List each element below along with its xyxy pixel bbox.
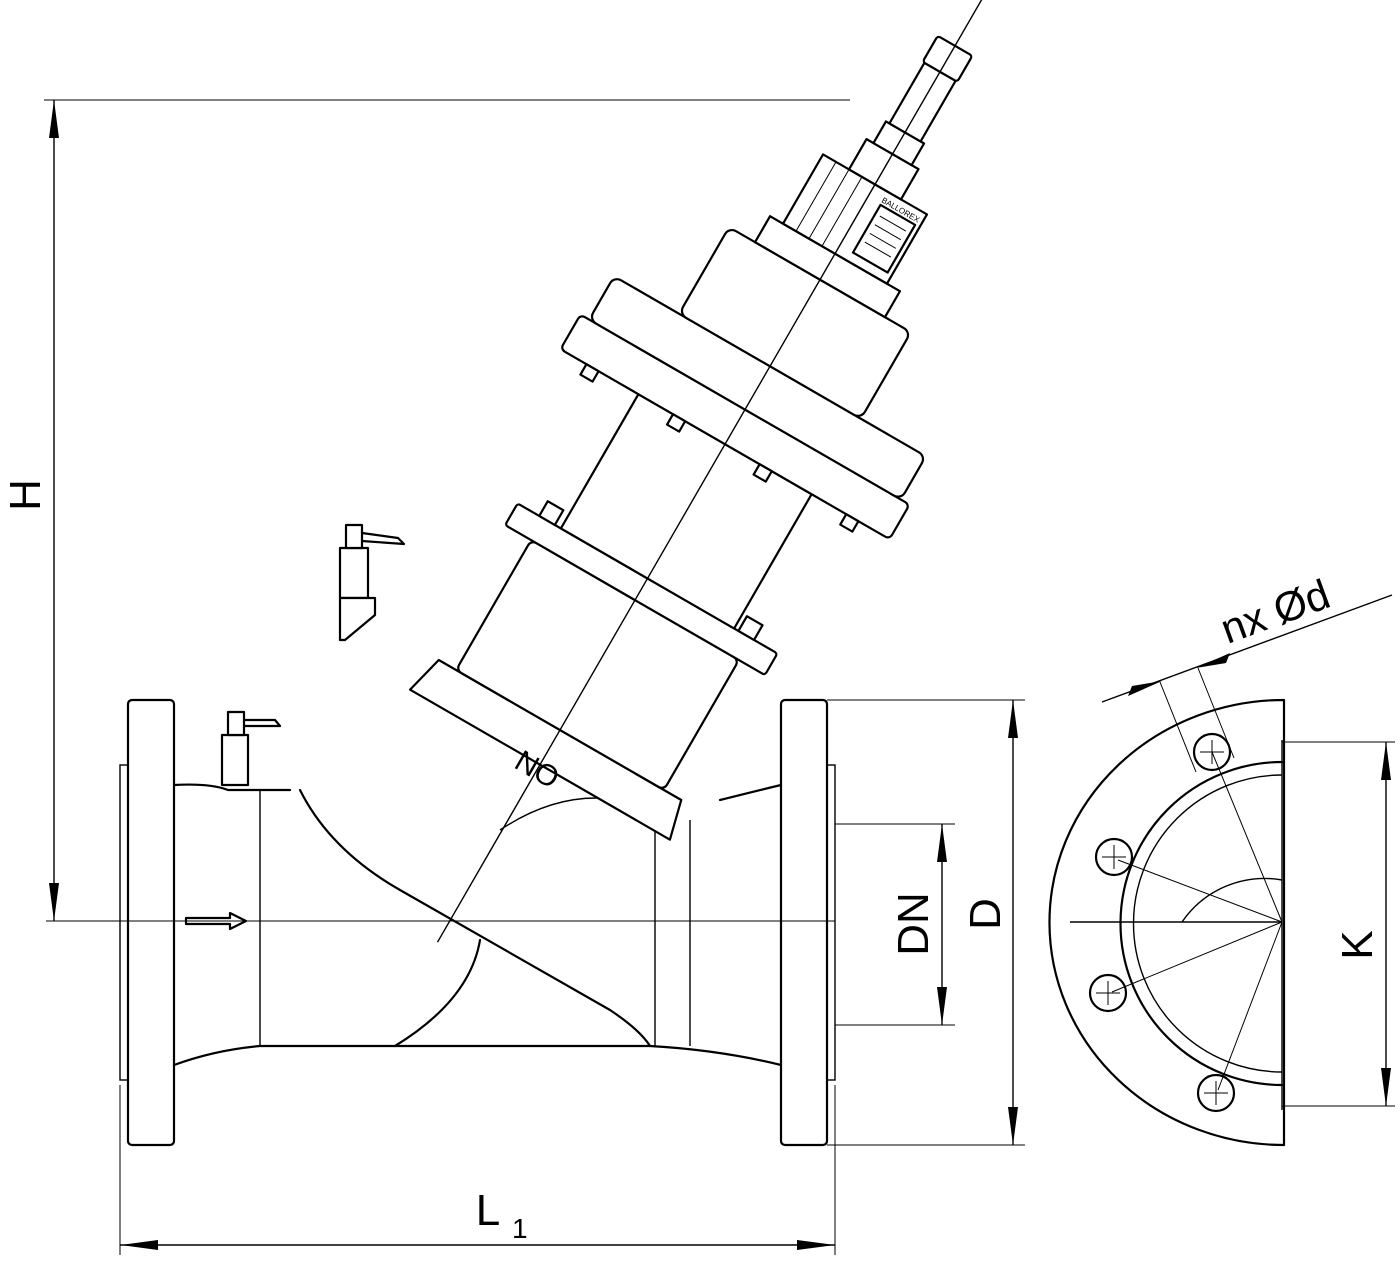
bolt-hole xyxy=(1088,973,1128,1013)
flange-end-view xyxy=(1048,698,1286,1147)
left-flange xyxy=(126,698,176,1147)
bonnet-assembly: BALLOREX ON xyxy=(408,0,1006,943)
bolt-hole xyxy=(1094,837,1134,877)
d-label: D xyxy=(961,898,1010,930)
right-flange-face xyxy=(826,764,836,1081)
measuring-nipple-inlet xyxy=(220,710,282,787)
dimension-nominal-diameter: DN xyxy=(835,823,955,1026)
dimension-bolt-circle: K xyxy=(1282,741,1395,1107)
bolt-hole xyxy=(1192,732,1232,772)
k-label: K xyxy=(1333,930,1382,959)
left-flange-face xyxy=(119,764,129,1081)
dn-label: DN xyxy=(889,892,938,956)
length-label: L xyxy=(476,1186,500,1235)
stem-axis-line xyxy=(436,0,1006,943)
bolt-hole xyxy=(1196,1073,1236,1113)
height-label: H xyxy=(1,479,50,511)
dimension-length: L 1 xyxy=(119,1085,836,1255)
measuring-nipple-outlet xyxy=(338,523,406,642)
bolt-holes-label: nx Ød xyxy=(1214,570,1335,652)
right-flange xyxy=(779,698,829,1147)
bore-outer xyxy=(1119,760,1284,1087)
bolt-head xyxy=(737,615,764,642)
valve-body xyxy=(119,698,836,1147)
bolt-head xyxy=(538,500,565,527)
dimension-height: H xyxy=(1,99,850,921)
position-scale xyxy=(851,203,917,274)
dimension-flange-diameter: D xyxy=(827,699,1025,1146)
length-subscript: 1 xyxy=(512,1213,528,1244)
flange-outline xyxy=(1048,698,1286,1147)
